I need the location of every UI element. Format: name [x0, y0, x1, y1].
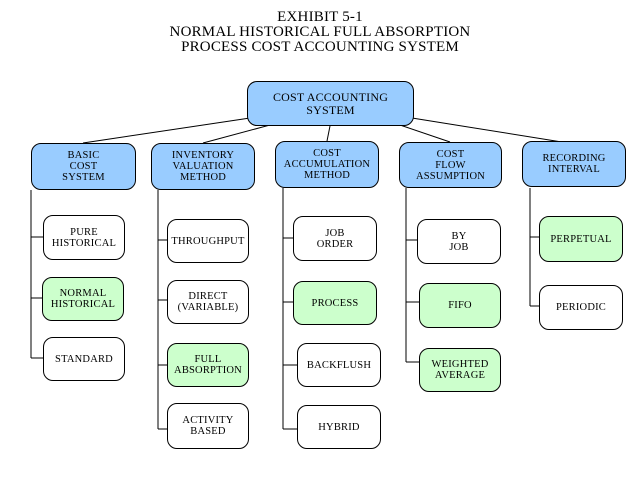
header-cost-accumulation-method: COST ACCUMULATION METHOD: [275, 141, 379, 188]
option-label: NORMAL HISTORICAL: [50, 288, 116, 310]
option-normal-historical: NORMAL HISTORICAL: [42, 277, 124, 321]
header-label: INVENTORY VALUATION METHOD: [171, 150, 235, 183]
connector-root-to-flow: [399, 124, 451, 143]
option-fifo: FIFO: [419, 283, 501, 328]
option-label: BACKFLUSH: [306, 359, 372, 371]
option-periodic: PERIODIC: [539, 285, 623, 330]
option-full-absorption: FULL ABSORPTION: [167, 343, 249, 387]
root-node: COST ACCOUNTING SYSTEM: [247, 81, 414, 126]
header-label: RECORDING INTERVAL: [542, 153, 606, 175]
option-label: THROUGHPUT: [171, 235, 245, 247]
option-label: ACTIVITY BASED: [182, 415, 234, 437]
option-by-job: BY JOB: [417, 219, 501, 264]
option-label: JOB ORDER: [316, 227, 354, 250]
header-label: BASIC COST SYSTEM: [62, 150, 105, 183]
option-label: FULL ABSORPTION: [174, 354, 242, 376]
option-label: PROCESS: [311, 297, 359, 309]
option-label: WEIGHTED AVERAGE: [431, 359, 489, 381]
option-backflush: BACKFLUSH: [297, 343, 381, 387]
header-basic-cost-system: BASIC COST SYSTEM: [31, 143, 136, 190]
option-throughput: THROUGHPUT: [167, 219, 249, 263]
option-label: STANDARD: [55, 353, 113, 365]
option-label: PURE HISTORICAL: [51, 226, 117, 249]
connector-root-to-accumulation: [326, 125, 331, 142]
option-perpetual: PERPETUAL: [539, 216, 623, 262]
option-label: PERPETUAL: [550, 233, 612, 245]
option-label: BY JOB: [449, 230, 469, 253]
option-hybrid: HYBRID: [297, 405, 381, 449]
header-inventory-valuation-method: INVENTORY VALUATION METHOD: [151, 143, 255, 190]
option-weighted-average: WEIGHTED AVERAGE: [419, 348, 501, 392]
root-node-label: COST ACCOUNTING SYSTEM: [272, 89, 389, 117]
header-cost-flow-assumption: COST FLOW ASSUMPTION: [399, 142, 502, 188]
option-label: HYBRID: [318, 421, 360, 433]
header-label: COST ACCUMULATION METHOD: [283, 148, 371, 181]
exhibit-title-line-2: NORMAL HISTORICAL FULL ABSORPTION: [169, 24, 471, 40]
exhibit-title-line-1: EXHIBIT 5-1: [277, 9, 363, 25]
option-activity-based: ACTIVITY BASED: [167, 403, 249, 449]
option-standard: STANDARD: [43, 337, 125, 381]
header-recording-interval: RECORDING INTERVAL: [522, 141, 626, 187]
option-pure-historical: PURE HISTORICAL: [43, 215, 125, 260]
option-label: FIFO: [448, 300, 472, 311]
connector-root-to-inventory: [202, 124, 271, 144]
connector-root-to-basic: [82, 117, 251, 144]
option-process: PROCESS: [293, 281, 377, 325]
header-label: COST FLOW ASSUMPTION: [415, 148, 486, 182]
connector-root-to-interval: [411, 117, 569, 144]
exhibit-title-line-3: PROCESS COST ACCOUNTING SYSTEM: [181, 39, 459, 55]
exhibit-title: EXHIBIT 5-1 NORMAL HISTORICAL FULL ABSOR…: [0, 10, 640, 55]
option-label: PERIODIC: [555, 302, 607, 313]
option-direct-variable: DIRECT (VARIABLE): [167, 280, 249, 324]
option-label: DIRECT (VARIABLE): [177, 291, 239, 313]
option-job-order: JOB ORDER: [293, 216, 377, 261]
